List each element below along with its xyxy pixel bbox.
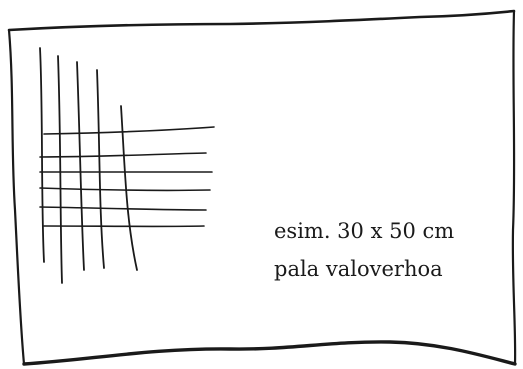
- pattern-stripe-vertical: [39, 47, 45, 263]
- pattern-stripe-horizontal: [39, 187, 211, 192]
- panel-outline-top: [7, 9, 516, 32]
- pattern-stripe-horizontal: [39, 206, 207, 211]
- check-pattern-horizontals: [39, 126, 215, 228]
- pattern-stripe-horizontal: [43, 126, 215, 135]
- pattern-stripe-vertical: [76, 61, 85, 271]
- pattern-stripe-vertical: [57, 55, 63, 284]
- pattern-stripe-vertical: [120, 105, 138, 271]
- pattern-stripe-vertical: [96, 69, 105, 269]
- fabric-material-label: pala valoverhoa: [274, 257, 443, 281]
- pattern-stripe-horizontal: [39, 152, 207, 158]
- panel-outline-bottom: [22, 340, 517, 366]
- panel-outline-right: [511, 9, 517, 366]
- fabric-size-label: esim. 30 x 50 cm: [274, 219, 455, 243]
- check-pattern-verticals: [39, 47, 138, 284]
- panel-outline-left: [7, 28, 26, 366]
